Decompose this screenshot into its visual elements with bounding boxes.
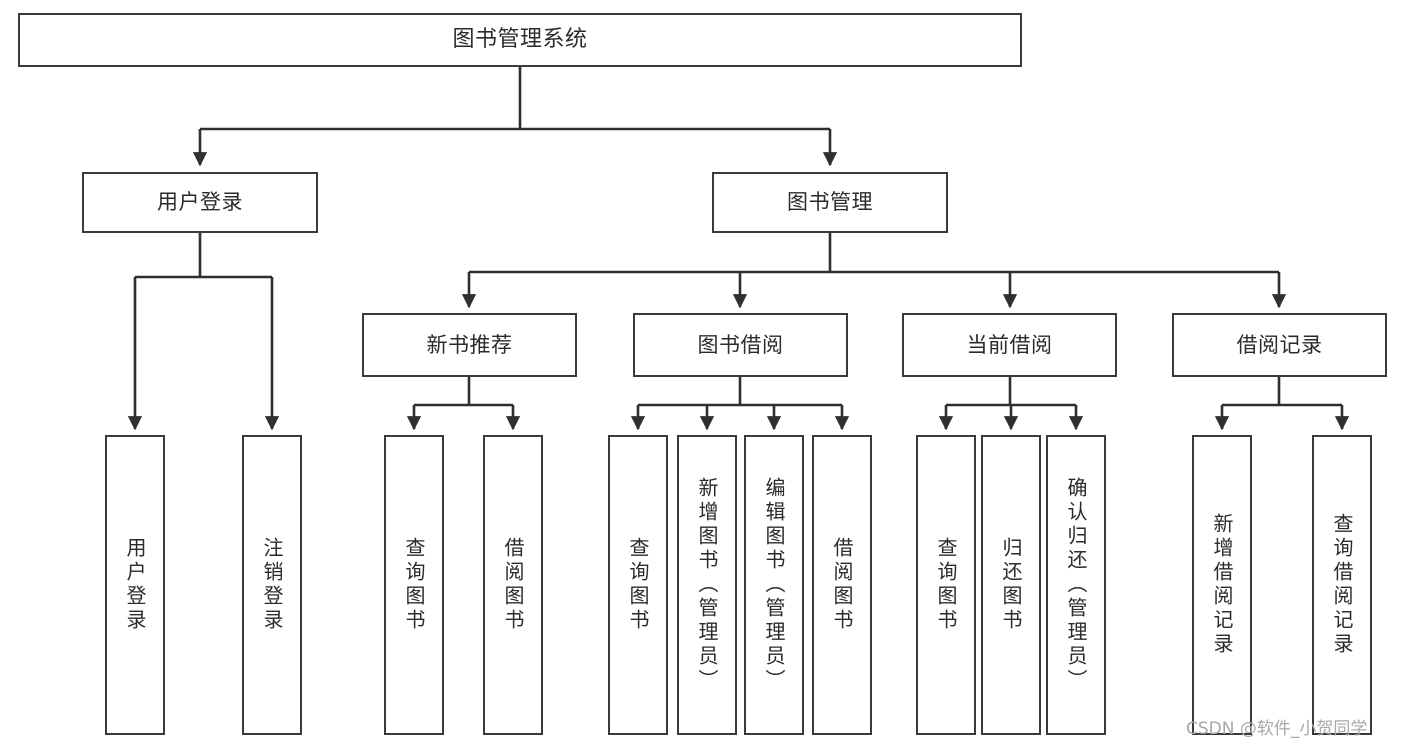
node-label: 查询图书 bbox=[934, 537, 958, 633]
node-label: 编辑图书（管理员） bbox=[762, 477, 786, 693]
node-label: 归还图书 bbox=[999, 537, 1023, 633]
node-label: 查询图书 bbox=[626, 537, 650, 633]
node-label: 图书借阅 bbox=[697, 332, 784, 357]
node-borrow-record[interactable]: 借阅记录 bbox=[1172, 313, 1387, 377]
node-leaf-logout-login[interactable]: 注销登录 bbox=[242, 435, 302, 735]
node-leaf-query-book-1[interactable]: 查询图书 bbox=[384, 435, 444, 735]
node-leaf-return-book[interactable]: 归还图书 bbox=[981, 435, 1041, 735]
node-label: 确认归还（管理员） bbox=[1064, 477, 1088, 693]
node-label: 图书管理 bbox=[787, 190, 873, 215]
watermark-text: CSDN @软件_小贺同学 bbox=[1186, 719, 1368, 739]
node-leaf-edit-book[interactable]: 编辑图书（管理员） bbox=[744, 435, 804, 735]
node-label: 查询图书 bbox=[402, 537, 426, 633]
node-book-borrow[interactable]: 图书借阅 bbox=[633, 313, 848, 377]
node-leaf-borrow-book-2[interactable]: 借阅图书 bbox=[812, 435, 872, 735]
node-leaf-query-borrow-record[interactable]: 查询借阅记录 bbox=[1312, 435, 1372, 735]
node-label: 借阅图书 bbox=[830, 537, 854, 633]
node-current-borrow[interactable]: 当前借阅 bbox=[902, 313, 1117, 377]
node-leaf-query-book-2[interactable]: 查询图书 bbox=[608, 435, 668, 735]
node-label: 图书管理系统 bbox=[452, 27, 588, 53]
node-label: 当前借阅 bbox=[966, 332, 1053, 357]
node-label: 用户登录 bbox=[157, 190, 243, 215]
node-leaf-user-login[interactable]: 用户登录 bbox=[105, 435, 165, 735]
node-new-book-recommend[interactable]: 新书推荐 bbox=[362, 313, 577, 377]
node-label: 新增借阅记录 bbox=[1210, 513, 1234, 657]
node-leaf-confirm-return[interactable]: 确认归还（管理员） bbox=[1046, 435, 1106, 735]
node-leaf-borrow-book-1[interactable]: 借阅图书 bbox=[483, 435, 543, 735]
node-label: 查询借阅记录 bbox=[1330, 513, 1354, 657]
node-leaf-add-borrow-record[interactable]: 新增借阅记录 bbox=[1192, 435, 1252, 735]
node-label: 新书推荐 bbox=[426, 332, 513, 357]
node-leaf-query-book-3[interactable]: 查询图书 bbox=[916, 435, 976, 735]
node-label: 借阅记录 bbox=[1236, 332, 1323, 357]
node-label: 注销登录 bbox=[260, 537, 284, 633]
node-user-login[interactable]: 用户登录 bbox=[82, 172, 318, 233]
node-leaf-add-book[interactable]: 新增图书（管理员） bbox=[677, 435, 737, 735]
node-label: 借阅图书 bbox=[501, 537, 525, 633]
node-label: 用户登录 bbox=[123, 537, 147, 633]
node-label: 新增图书（管理员） bbox=[695, 477, 719, 693]
node-root-system[interactable]: 图书管理系统 bbox=[18, 13, 1022, 67]
node-book-management[interactable]: 图书管理 bbox=[712, 172, 948, 233]
